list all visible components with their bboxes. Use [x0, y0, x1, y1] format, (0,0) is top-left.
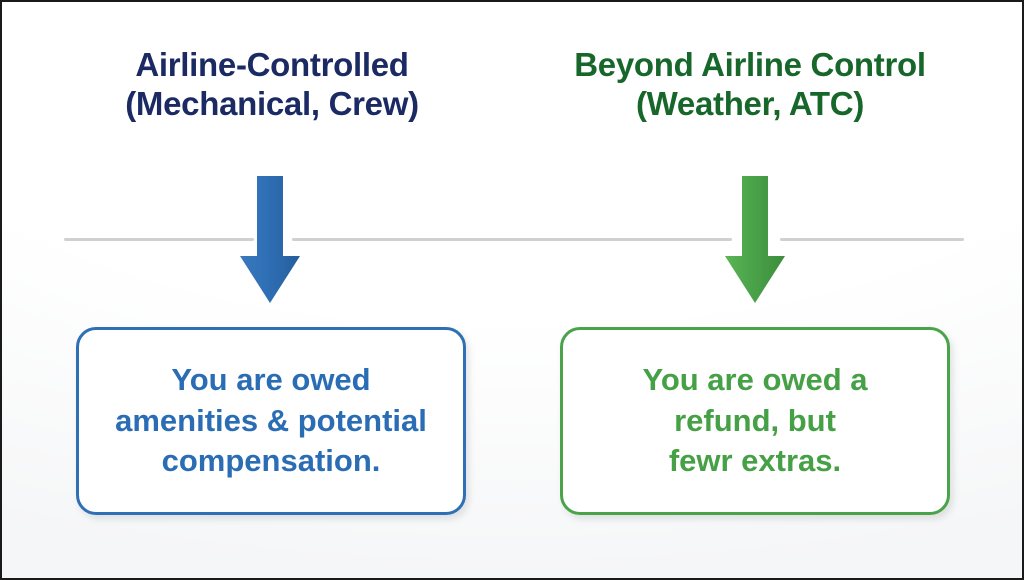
outcome-box-beyond-airline-control: You are owed a refund, but fewr extras. [560, 327, 950, 515]
divider-line-segment-right [780, 238, 964, 241]
divider-line-segment-middle [292, 238, 732, 241]
down-arrow-icon-airline-controlled [237, 174, 303, 306]
column-heading-beyond-airline-control: Beyond Airline Control (Weather, ATC) [574, 46, 926, 122]
outcome-text-airline-controlled: You are owed amenities & potential compe… [115, 361, 427, 479]
down-arrow-icon-beyond-airline-control [722, 174, 788, 306]
outcome-text-beyond-airline-control: You are owed a refund, but fewr extras. [642, 361, 868, 479]
column-heading-airline-controlled: Airline-Controlled (Mechanical, Crew) [125, 46, 419, 122]
divider-line-segment-left [64, 238, 254, 241]
outcome-box-airline-controlled: You are owed amenities & potential compe… [76, 327, 466, 515]
